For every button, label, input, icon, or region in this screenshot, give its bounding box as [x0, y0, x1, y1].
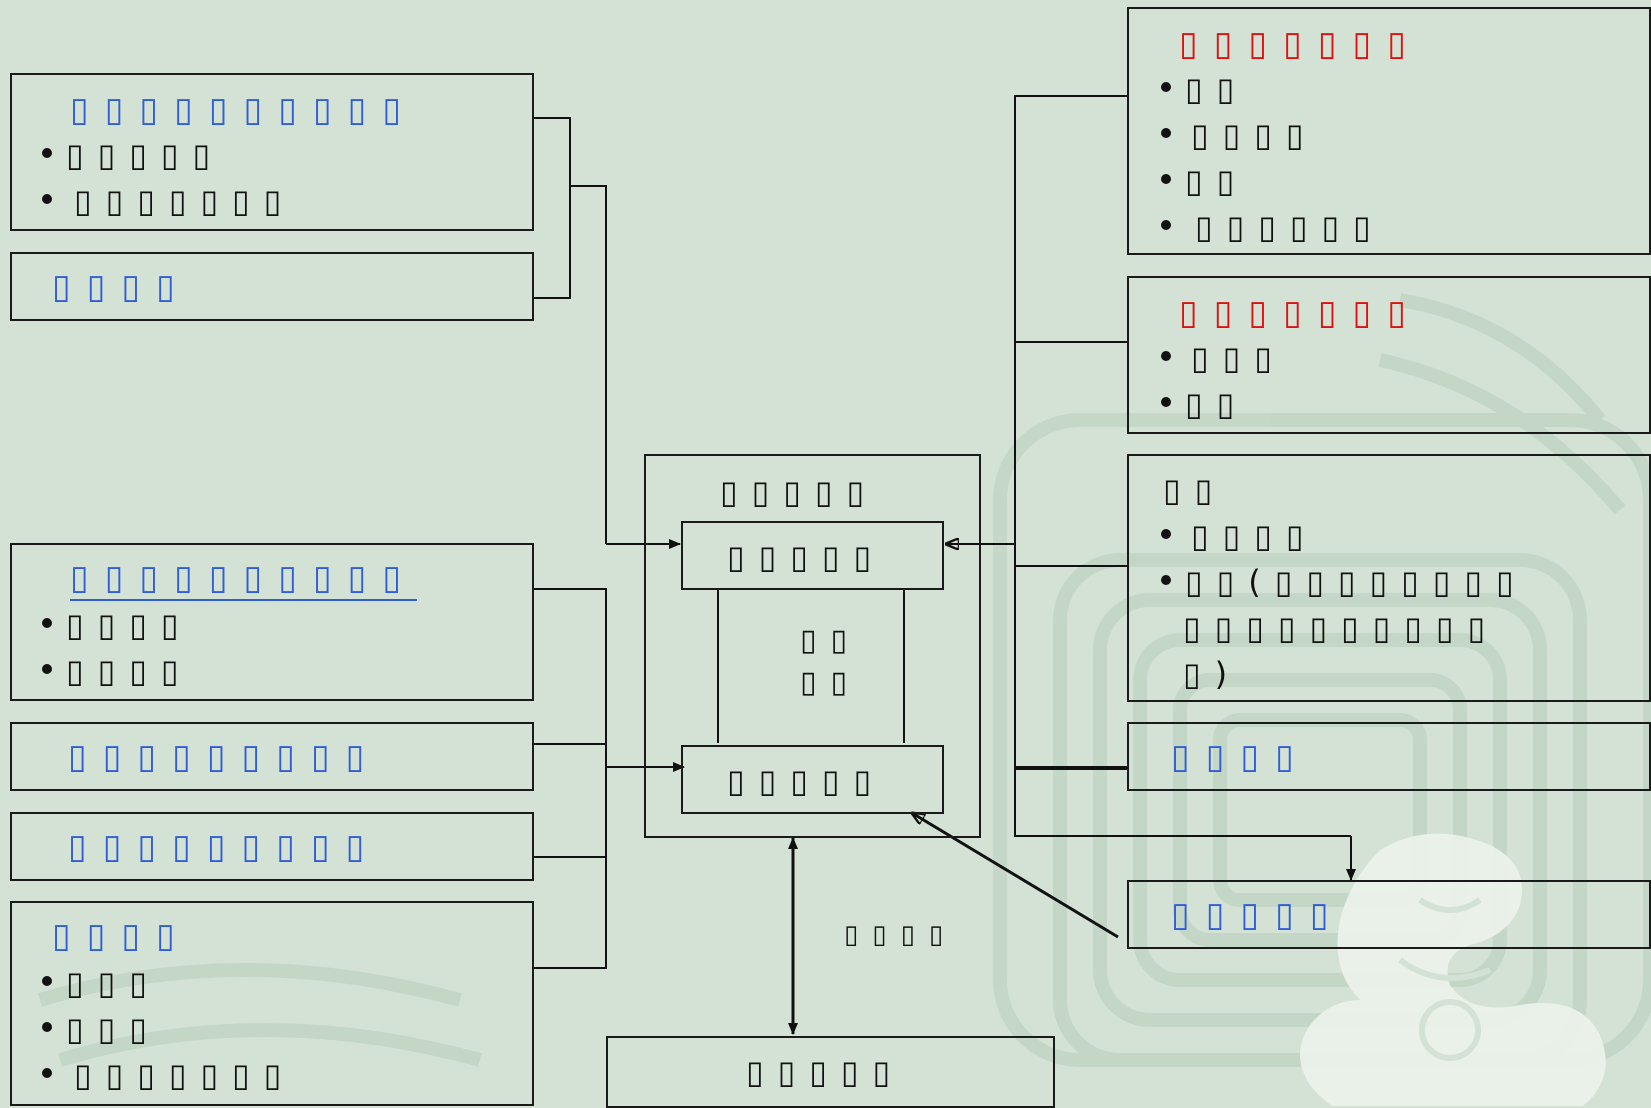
bottom-box-label: ▯▯▯▯▯ [746, 1056, 904, 1088]
right-box-5-title: ▯▯▯▯▯ [1171, 898, 1345, 932]
right-box-3: ▯▯ ▯▯▯▯ ▯▯(▯▯▯▯▯▯▯▯ ▯▯▯▯▯▯▯▯▯▯ ▯) [1127, 454, 1651, 702]
center-outer-title: ▯▯▯▯▯ [720, 476, 878, 508]
left-box-3-item-2: ▯▯▯▯ [42, 655, 192, 687]
right-box-2-item-1: ▯▯▯ [1161, 342, 1286, 374]
right-box-1: ▯▯▯▯▯▯▯ ▯▯ ▯▯▯▯ ▯▯ ▯▯▯▯▯▯ [1127, 7, 1651, 255]
left-box-4: ▯▯▯▯▯▯▯▯▯ [10, 722, 534, 791]
left-box-6-item-1: ▯▯▯ [42, 967, 161, 999]
left-box-6: ▯▯▯▯ ▯▯▯ ▯▯▯ ▯▯▯▯▯▯▯ [10, 901, 534, 1106]
right-box-5: ▯▯▯▯▯ [1127, 880, 1651, 949]
right-box-2-item-2: ▯▯ [1161, 388, 1248, 420]
right-box-1-item-4: ▯▯▯▯▯▯ [1161, 211, 1385, 243]
right-box-3-item-1: ▯▯▯▯ [1161, 520, 1317, 552]
right-box-1-item-2: ▯▯▯▯ [1161, 119, 1317, 151]
left-box-3: ▯▯▯▯▯▯▯▯▯▯ ▯▯▯▯ ▯▯▯▯ [10, 543, 534, 701]
right-box-3-item-2-line-3: ▯) [1183, 658, 1241, 690]
left-box-5-title: ▯▯▯▯▯▯▯▯▯ [68, 830, 380, 864]
bottom-arrow-label: ▯▯▯▯ [844, 922, 957, 948]
right-box-3-title: ▯▯ [1163, 474, 1226, 506]
right-box-3-item-2-line-2: ▯▯▯▯▯▯▯▯▯▯ [1183, 612, 1499, 644]
right-box-2: ▯▯▯▯▯▯▯ ▯▯▯ ▯▯ [1127, 276, 1651, 434]
left-box-1-title: ▯▯▯▯▯▯▯▯▯▯ [70, 93, 417, 127]
left-box-1: ▯▯▯▯▯▯▯▯▯▯ ▯▯▯▯▯ ▯▯▯▯▯▯▯ [10, 73, 534, 231]
right-box-4-title: ▯▯▯▯ [1171, 740, 1310, 774]
left-box-2-title: ▯▯▯▯ [52, 270, 191, 304]
left-box-6-title: ▯▯▯▯ [52, 919, 191, 953]
bottom-box: ▯▯▯▯▯ [606, 1036, 1055, 1108]
center-top-box-label: ▯▯▯▯▯ [727, 541, 885, 573]
center-bottom-box: ▯▯▯▯▯ [681, 745, 944, 814]
left-box-3-item-1: ▯▯▯▯ [42, 609, 192, 641]
right-box-2-title: ▯▯▯▯▯▯▯ [1179, 296, 1422, 330]
right-box-4: ▯▯▯▯ [1127, 722, 1651, 791]
left-box-6-item-2: ▯▯▯ [42, 1013, 161, 1045]
left-box-1-item-2: ▯▯▯▯▯▯▯ [42, 185, 295, 217]
center-bottom-box-label: ▯▯▯▯▯ [727, 765, 885, 797]
right-box-1-item-3: ▯▯ [1161, 165, 1248, 197]
left-box-5: ▯▯▯▯▯▯▯▯▯ [10, 812, 534, 881]
left-box-2: ▯▯▯▯ [10, 252, 534, 321]
left-box-4-title: ▯▯▯▯▯▯▯▯▯ [68, 740, 380, 774]
right-box-3-item-2: ▯▯(▯▯▯▯▯▯▯▯ [1161, 566, 1528, 598]
center-middle-line-1: ▯▯ [800, 626, 861, 656]
left-box-1-item-1: ▯▯▯▯▯ [42, 139, 224, 171]
left-box-3-title: ▯▯▯▯▯▯▯▯▯▯ [70, 561, 417, 601]
center-top-box: ▯▯▯▯▯ [681, 521, 944, 590]
center-middle-line-2: ▯▯ [800, 668, 861, 698]
right-box-1-title: ▯▯▯▯▯▯▯ [1179, 27, 1422, 61]
right-box-1-item-1: ▯▯ [1161, 73, 1248, 105]
left-box-6-item-3: ▯▯▯▯▯▯▯ [42, 1059, 295, 1091]
